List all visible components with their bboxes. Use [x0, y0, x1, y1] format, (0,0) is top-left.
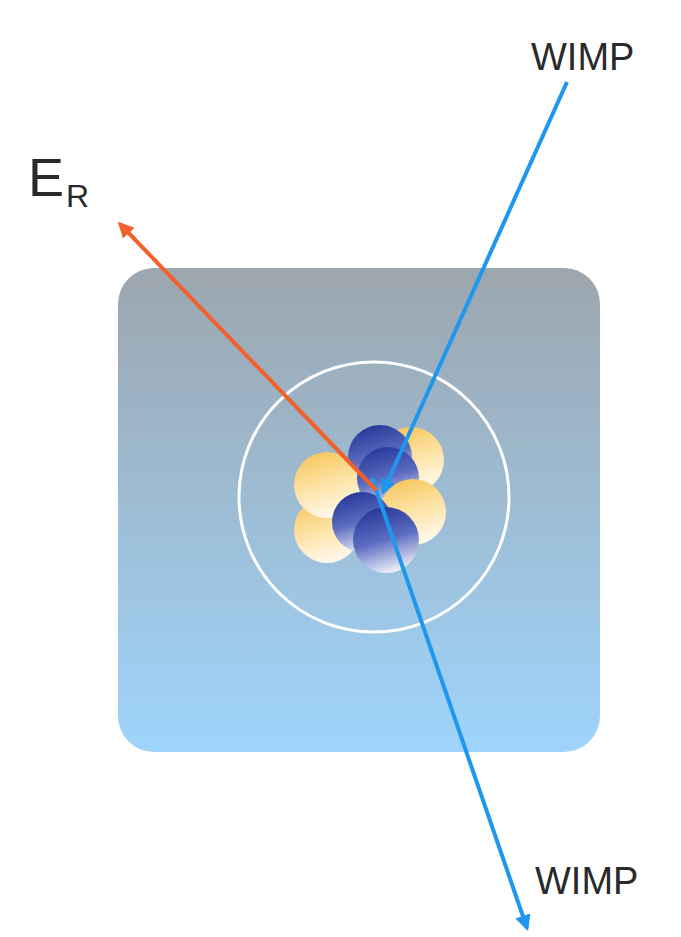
outgoing-wimp-arrow	[372, 478, 527, 928]
incoming-wimp-arrow	[383, 82, 567, 492]
nucleus	[294, 425, 446, 573]
atom-circle	[239, 362, 509, 632]
recoil-arrow	[120, 224, 376, 490]
detector-block	[118, 268, 600, 752]
energy-symbol: E	[28, 150, 64, 204]
energy-subscript: R	[66, 180, 89, 212]
particle-label: WIMP	[535, 862, 638, 900]
particle-label: WIMP	[531, 38, 634, 76]
